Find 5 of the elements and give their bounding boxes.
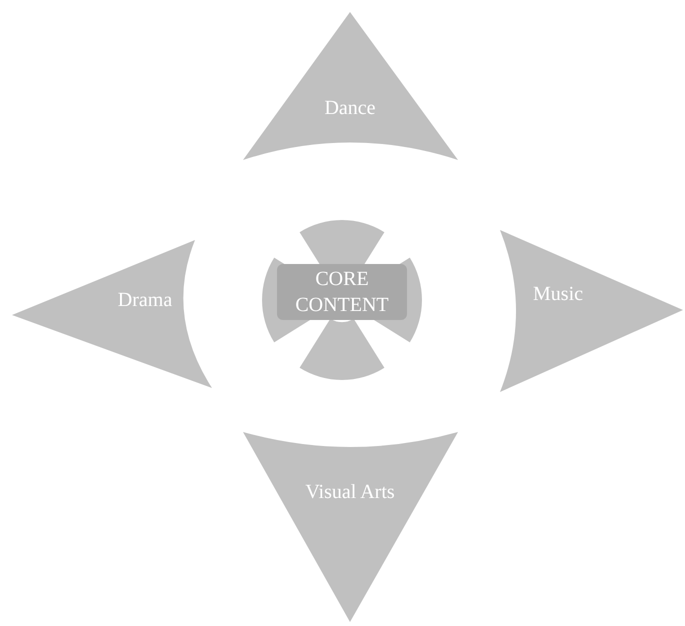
node-label: CORE CONTENT — [277, 264, 407, 320]
node-label: Music — [532, 282, 584, 307]
node-label: Visual Arts — [304, 480, 396, 505]
node-label: Dance — [323, 96, 377, 121]
node-label: Drama — [116, 288, 174, 313]
